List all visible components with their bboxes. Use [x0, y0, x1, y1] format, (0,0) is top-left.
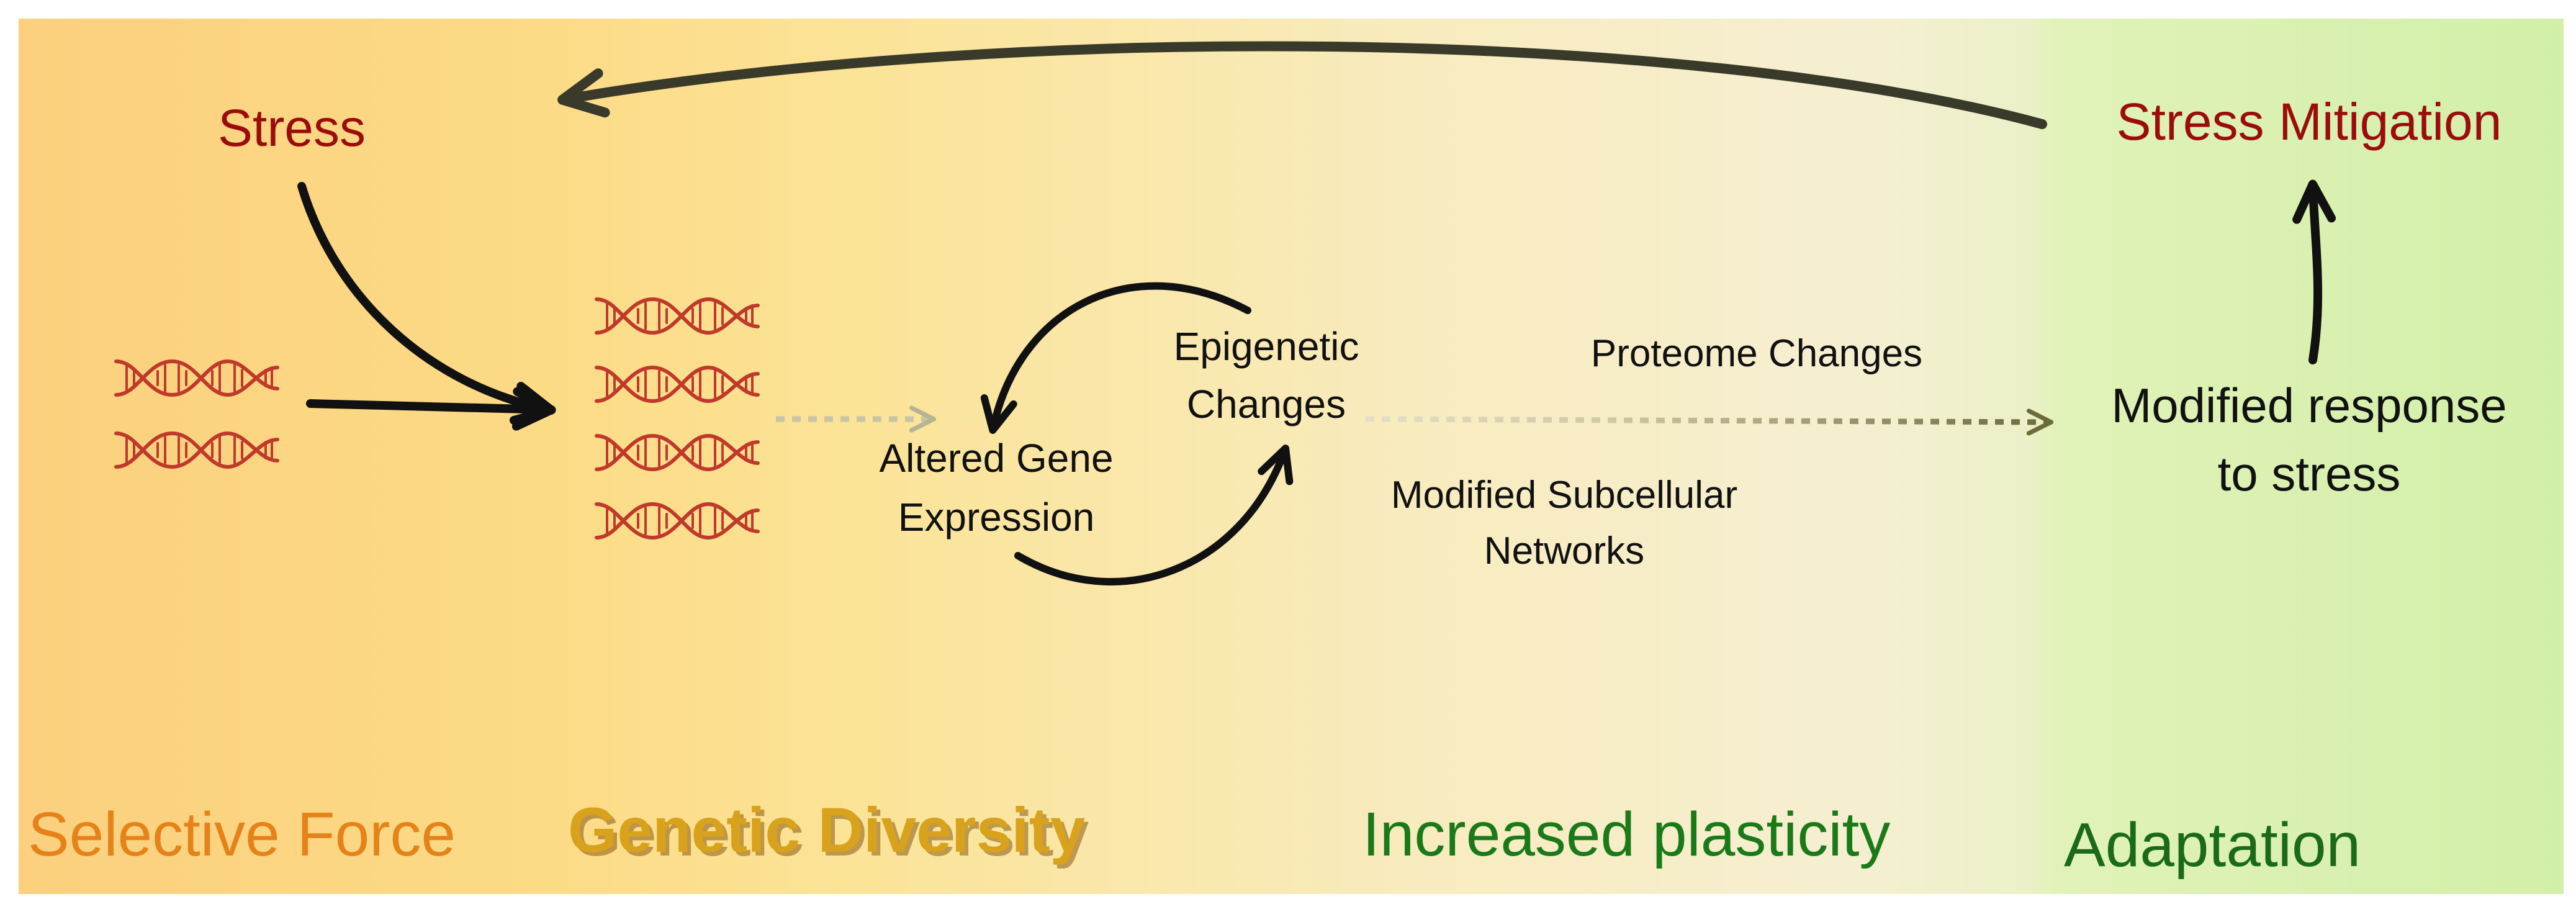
epigenetic-to-expression-arrow [980, 282, 1251, 434]
stress-mitigation-label: Stress Mitigation [2117, 93, 2502, 151]
stage-selective-force: Selective Force [28, 800, 456, 869]
altered-gene-line1: Altered Gene [879, 436, 1113, 481]
changes-to-response-arrow [1365, 409, 2054, 436]
stress-label: Stress [218, 99, 366, 157]
subcellular-line1: Modified Subcellular [1391, 474, 1737, 517]
expression-to-epigenetic-arrow [1014, 445, 1294, 585]
epigenetic-line1: Epigenetic [1174, 324, 1359, 369]
stage-increased-plasticity: Increased plasticity [1362, 800, 1890, 869]
stage-adaptation: Adaptation [2064, 810, 2361, 880]
modified-response-line1: Modified response [2111, 378, 2506, 433]
response-to-mitigation-arrow [2292, 179, 2336, 364]
feedback-arrow [557, 41, 2047, 129]
subcellular-line2: Networks [1484, 530, 1644, 572]
proteome-changes-label: Proteome Changes [1591, 332, 1922, 375]
stage-genetic-diversity-shadow: Genetic Diversity [572, 798, 1089, 869]
stage-genetic-diversity: Genetic Diversity [568, 795, 1086, 865]
altered-gene-line2: Expression [898, 495, 1095, 540]
epigenetic-line2: Changes [1187, 382, 1346, 427]
dna-to-dna-arrow [306, 387, 556, 431]
modified-response-line2: to stress [2218, 446, 2401, 501]
stress-to-diversity-arrow [297, 182, 556, 425]
